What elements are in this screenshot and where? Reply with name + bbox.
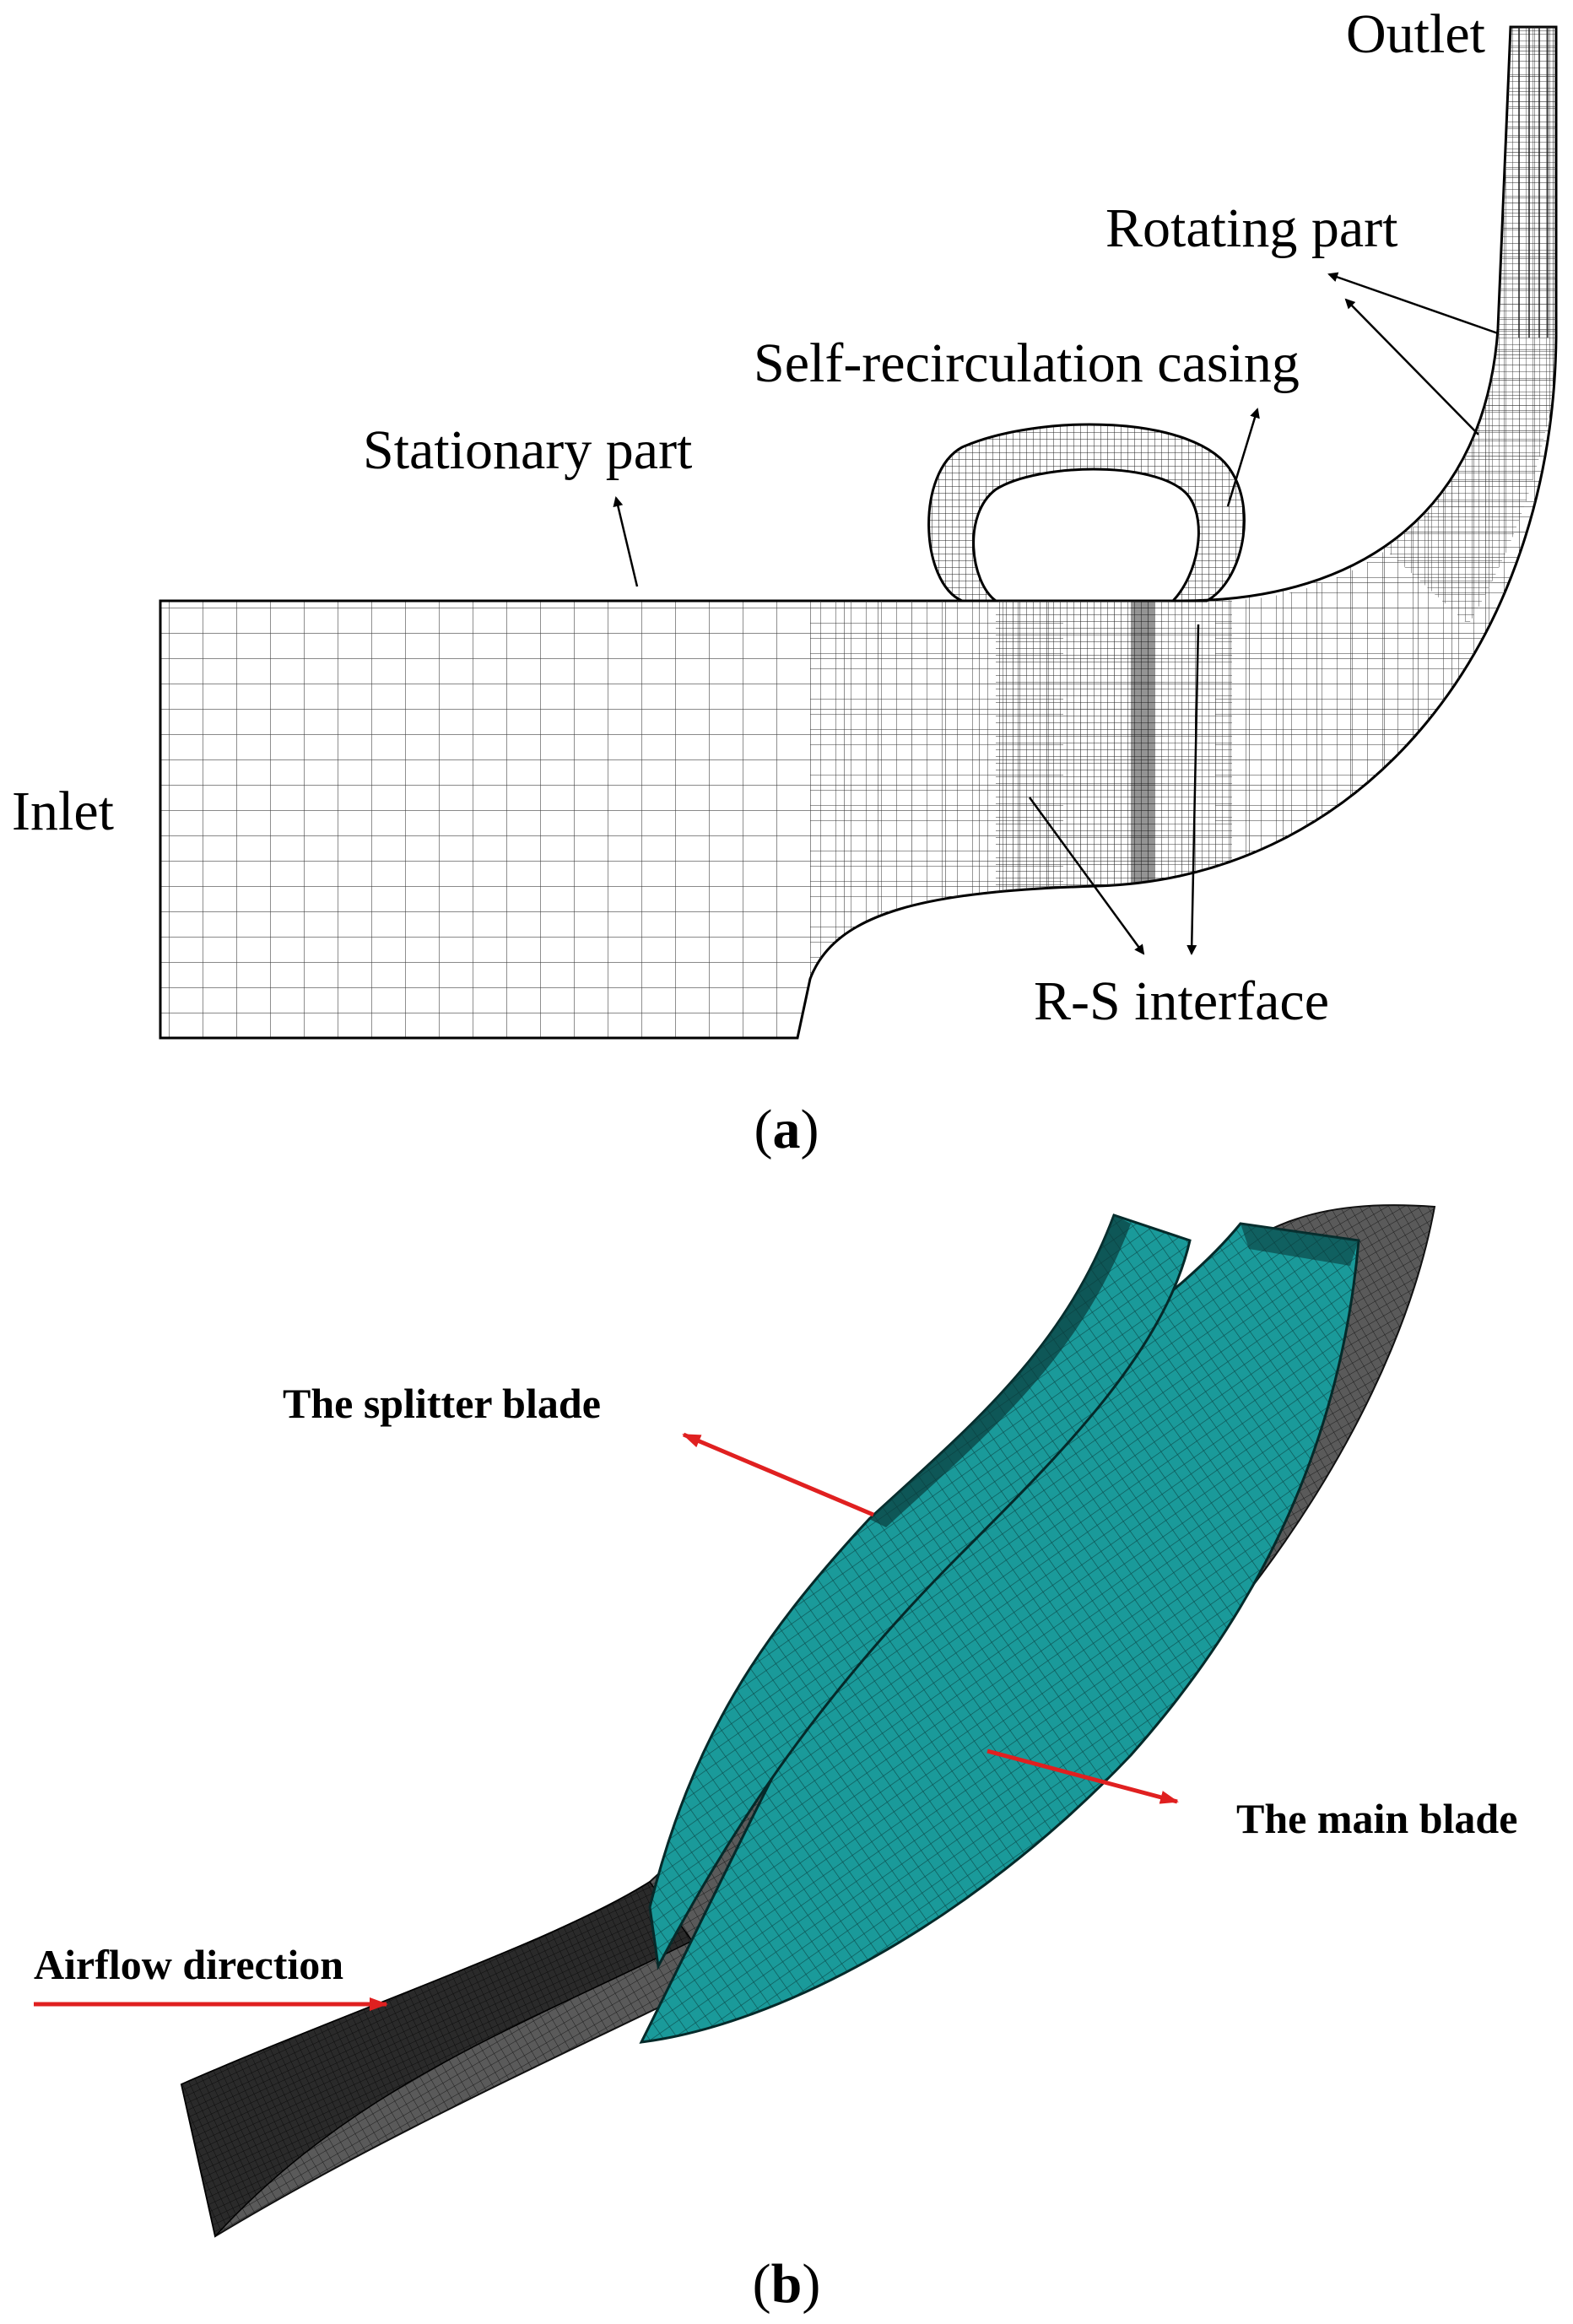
label-rotating-part: Rotating part <box>1105 197 1397 259</box>
label-rs-interface: R-S interface <box>1034 970 1329 1032</box>
panel-b-mesh <box>180 1204 1436 2238</box>
arrow-splitter <box>682 1432 874 1517</box>
label-self-recirculation-casing: Self-recirculation casing <box>754 332 1300 394</box>
label-inlet: Inlet <box>12 781 114 842</box>
label-main-blade: The main blade <box>1236 1795 1517 1842</box>
label-outlet: Outlet <box>1346 3 1485 65</box>
label-stationary-part: Stationary part <box>363 419 692 481</box>
arrow-rotating-2 <box>1344 298 1479 435</box>
caption-b: (b) <box>753 2253 821 2315</box>
recirculation-casing <box>927 423 1246 603</box>
arrow-rs-2 <box>1187 624 1200 955</box>
splitter-blade <box>648 1213 1192 1970</box>
arrow-rotating-1 <box>1327 272 1499 335</box>
label-splitter-blade: The splitter blade <box>283 1380 601 1427</box>
label-airflow-direction: Airflow direction <box>34 1941 343 1988</box>
arrow-casing <box>1226 408 1260 507</box>
panel-a-arrows <box>613 272 1499 955</box>
panel-b-arrows <box>34 1432 1179 2011</box>
caption-a: (a) <box>754 1099 819 1160</box>
panel-a-mesh <box>159 25 1558 1040</box>
main-blade <box>639 1222 1360 2044</box>
arrow-rs-1 <box>1028 797 1145 955</box>
arrow-main <box>987 1748 1179 1804</box>
arrow-stationary <box>613 496 639 587</box>
